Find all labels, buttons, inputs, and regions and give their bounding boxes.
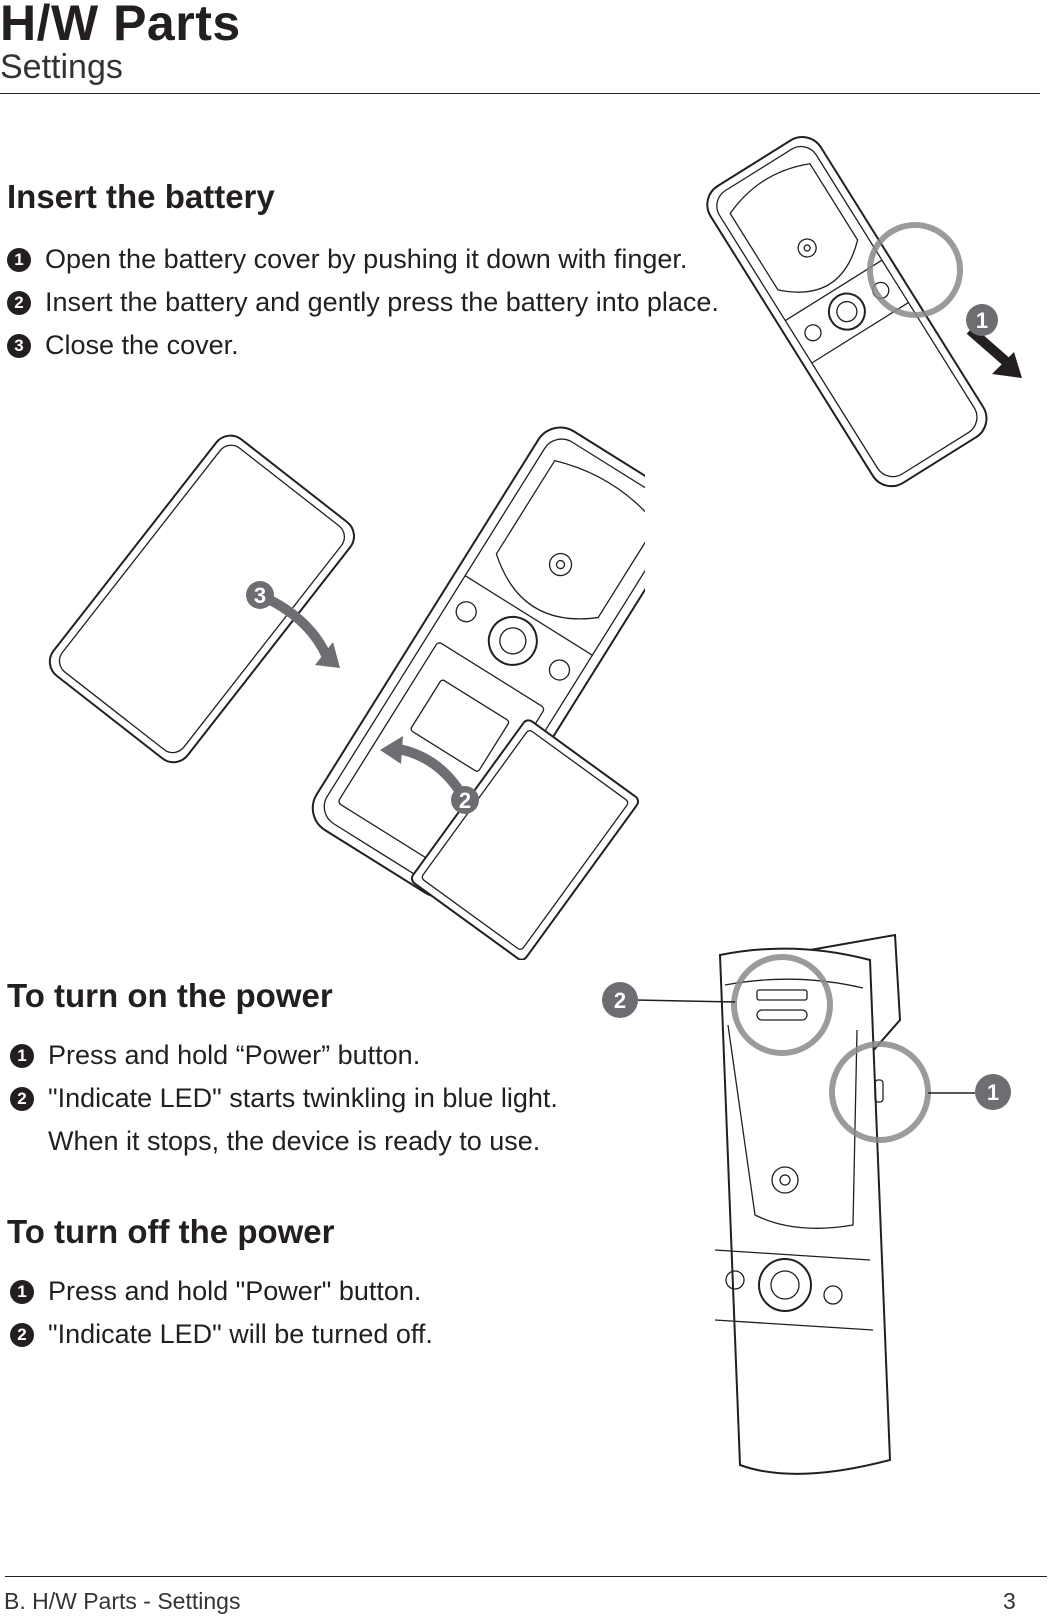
power-on-step-1: 1 Press and hold “Power” button.	[10, 1040, 420, 1071]
battery-step-3: 3 Close the cover.	[7, 330, 239, 361]
step-number-badge	[246, 581, 274, 609]
step-number-badge	[451, 786, 479, 814]
page-title: H/W Parts	[0, 0, 241, 51]
battery-heading: Insert the battery	[7, 178, 275, 215]
step-text: Press and hold "Power" button.	[48, 1276, 422, 1306]
page-subtitle: Settings	[0, 48, 123, 86]
footer-divider	[5, 1576, 1047, 1577]
step-text: "Indicate LED" will be turned off.	[48, 1319, 433, 1349]
footer-section-label: B. H/W Parts - Settings	[4, 1588, 241, 1614]
step-number-badge: 3	[7, 333, 31, 358]
page-number: 3	[1003, 1588, 1016, 1614]
figure-label-1: 1	[976, 308, 988, 333]
step-number-badge	[966, 304, 998, 336]
step-text: Close the cover.	[45, 330, 239, 360]
step-text: "Indicate LED" starts twinkling in blue …	[48, 1083, 558, 1113]
insert-arrow-icon	[380, 736, 403, 764]
step-text: Insert the battery and gently press the …	[45, 287, 719, 317]
led-highlight-ring	[731, 954, 833, 1056]
step-number-badge: 1	[10, 1043, 34, 1068]
step-number-badge: 2	[10, 1322, 34, 1347]
step-number-badge	[602, 982, 638, 1018]
step-number-badge	[975, 1074, 1011, 1110]
figure-label-3: 3	[254, 583, 266, 608]
step-number-badge: 2	[10, 1086, 34, 1111]
power-on-step-2-continuation: When it stops, the device is ready to us…	[48, 1126, 541, 1156]
power-on-heading: To turn on the power	[7, 977, 333, 1014]
highlight-ring	[867, 222, 963, 318]
power-off-step-1: 1 Press and hold "Power" button.	[10, 1276, 421, 1307]
battery-insert-illustration: 3 2	[48, 426, 645, 960]
step-text: Open the battery cover by pushing it dow…	[45, 244, 688, 274]
step-text: Press and hold “Power” button.	[48, 1040, 421, 1070]
battery-step-2: 2 Insert the battery and gently press th…	[7, 287, 719, 318]
battery-step-1: 1 Open the battery cover by pushing it d…	[7, 244, 687, 275]
power-on-step-2: 2 "Indicate LED" starts twinkling in blu…	[10, 1083, 558, 1114]
step-number-badge: 2	[7, 290, 31, 315]
battery-cover-push-illustration: 1	[706, 136, 1022, 488]
figure-label-2: 2	[614, 988, 626, 1013]
step-number-badge: 1	[10, 1279, 34, 1304]
close-arrow-icon	[315, 642, 340, 668]
power-device-illustration: 2 1	[602, 933, 1011, 1475]
figure-label-2: 2	[459, 788, 471, 813]
power-button-highlight-ring	[829, 1041, 931, 1143]
power-off-heading: To turn off the power	[7, 1213, 335, 1250]
push-arrow-icon	[992, 352, 1022, 378]
step-number-badge: 1	[7, 247, 31, 272]
header-divider	[0, 93, 1040, 94]
power-off-step-2: 2 "Indicate LED" will be turned off.	[10, 1319, 433, 1350]
figure-label-1: 1	[987, 1080, 999, 1105]
